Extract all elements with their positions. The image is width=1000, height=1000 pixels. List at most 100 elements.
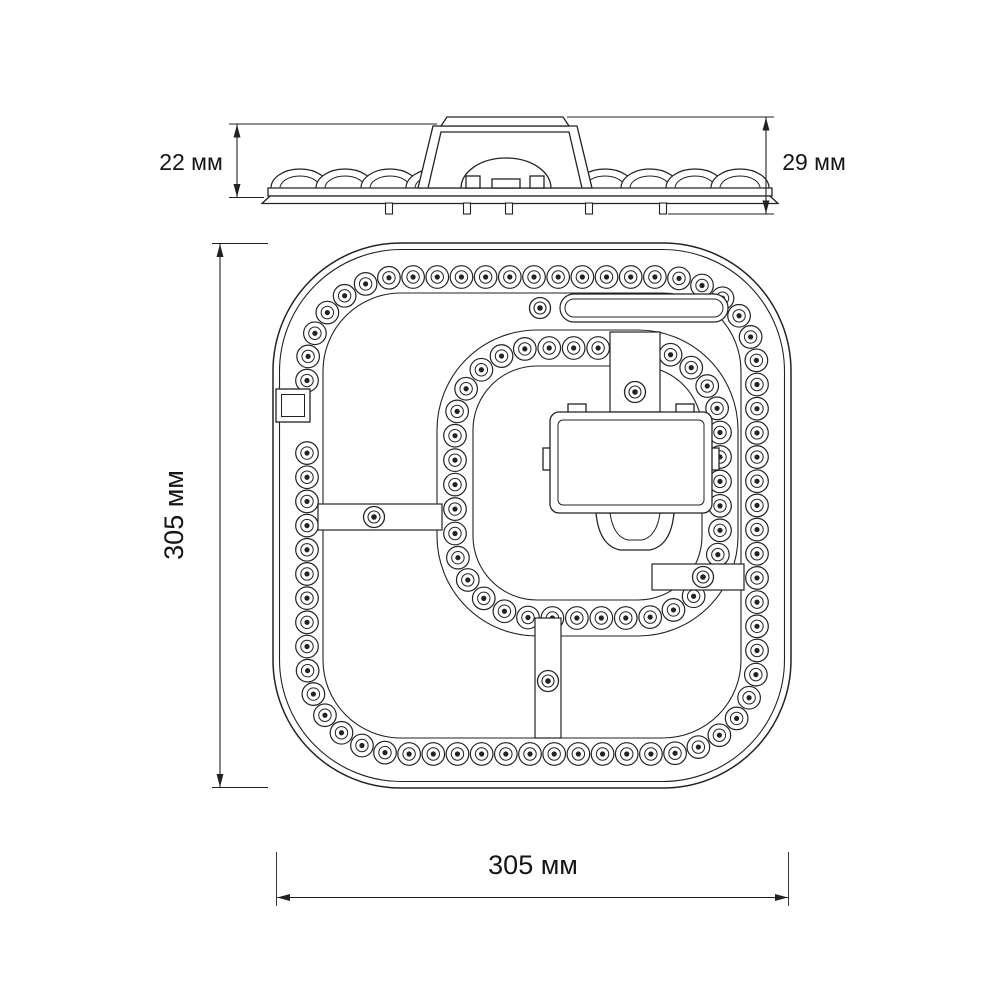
led [639,742,663,766]
led [594,265,619,289]
screw-boss [691,565,715,589]
led [590,742,615,766]
dimension-label-side-left: 22 мм [159,149,223,175]
led [686,735,711,759]
led [705,396,729,421]
led [443,521,467,546]
led [313,703,337,728]
led [745,445,769,469]
screw-bosses [362,296,715,693]
screw-boss [362,505,386,529]
led [705,542,730,567]
led [518,742,542,766]
dimension-label-plan-height: 305 мм [159,470,189,560]
led [537,336,562,360]
led [745,469,769,494]
led [295,658,320,683]
led [743,662,768,687]
led [301,682,326,706]
led [295,465,319,490]
led [663,741,687,766]
wire-clip [595,512,675,551]
led [708,469,732,494]
led [295,489,319,514]
led [315,300,340,325]
led [708,420,732,445]
mounting-slot [559,293,729,323]
led [614,742,639,766]
side-view [260,116,780,215]
led [679,355,704,380]
led [445,742,470,766]
led [690,273,714,298]
led [350,733,374,758]
led [295,562,319,586]
led [745,372,769,397]
led [469,357,494,382]
mounting-pins [384,202,668,215]
led [295,586,319,611]
led [303,321,327,346]
housing-foot-right [529,175,545,189]
led [642,265,667,289]
mounting-slot-inner [564,298,724,318]
led [377,265,401,290]
dimension-lines [212,116,789,906]
led [695,374,720,398]
led [332,283,357,308]
led [522,265,546,289]
led [745,517,769,542]
driver-body-inner [557,419,705,506]
screw-boss [536,669,560,693]
support-bars [317,331,745,739]
connector-square [275,388,311,423]
led [667,266,691,291]
led [401,265,425,289]
board-outline-outer [272,242,792,789]
housing-foot-left [465,175,481,189]
led [493,742,518,766]
led [421,742,446,766]
led [443,448,467,473]
screw-boss [528,296,552,320]
led [469,742,494,766]
led [455,568,480,592]
driver-body-outer [549,411,713,514]
housing-cap [439,116,571,127]
led [564,606,589,630]
led [295,368,319,393]
led [449,265,474,289]
led [586,336,611,360]
led [446,545,470,570]
led [745,590,769,615]
led [745,614,769,639]
led [471,586,496,611]
led [737,685,761,710]
housing-foot-center [491,178,521,189]
led [707,723,732,748]
led [542,742,567,766]
led [295,441,319,465]
led [566,742,591,766]
plate-top-edge [267,187,773,197]
led [727,303,751,328]
pin [584,202,594,215]
connector-square-inner [281,394,305,417]
wire-clip-inner [609,512,661,541]
mounting-slot-outer [559,293,729,323]
driver-housing-profile [417,116,593,189]
inner-led-channel-outer-edge [436,329,739,637]
plate-base-edge [260,195,780,205]
led [745,493,769,518]
led [295,537,319,562]
led [724,706,749,731]
led [745,396,769,421]
led [738,325,763,349]
led [618,265,643,289]
led [295,634,319,659]
led [589,606,614,630]
led [561,336,586,360]
led [489,344,514,368]
inner-led-ring [443,336,732,630]
